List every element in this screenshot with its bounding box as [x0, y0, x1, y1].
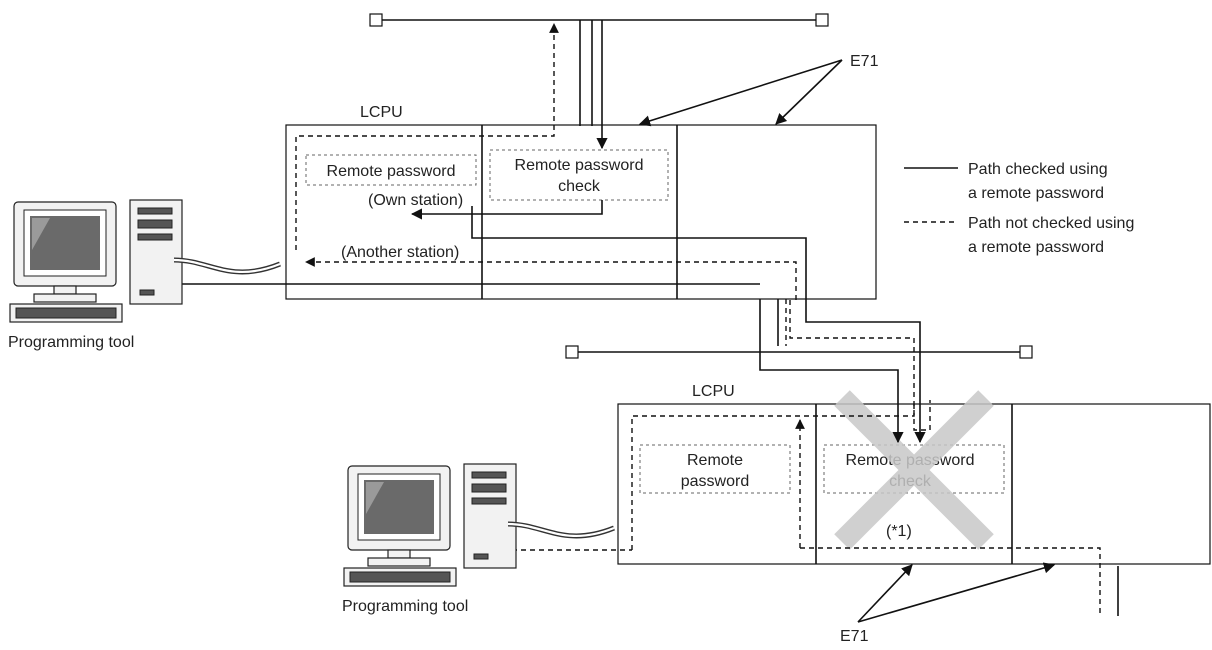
note-label: (*1): [886, 523, 912, 540]
e71-label-bottom: E71: [840, 628, 869, 645]
top-bus-terminator-right: [816, 14, 828, 26]
e71-arrow-top-1: [640, 60, 842, 124]
computer-icon: [344, 464, 614, 586]
top-bus-terminator-left: [370, 14, 382, 26]
own-station-label: (Own station): [368, 192, 463, 209]
remote-password-label-bottom-1: Remote: [687, 452, 743, 469]
e71-arrow-bottom-2: [858, 565, 1054, 622]
remote-password-label-bottom-2: password: [681, 473, 749, 490]
bottom-network-bus: [566, 346, 1032, 358]
lcpu-label-top: LCPU: [360, 104, 403, 121]
programming-tool-label-bottom: Programming tool: [342, 598, 468, 615]
legend-dashed-label-2: a remote password: [968, 239, 1104, 256]
computer-icon: [10, 200, 280, 322]
bottom-bus-terminator-right: [1020, 346, 1032, 358]
programming-tool-label-top: Programming tool: [8, 334, 134, 351]
remote-password-check-label-top-1: Remote password: [515, 157, 644, 174]
legend-solid-label-1: Path checked using: [968, 161, 1108, 178]
bottom-bus-terminator-left: [566, 346, 578, 358]
legend-solid-label-2: a remote password: [968, 185, 1104, 202]
legend: Path checked using a remote password Pat…: [904, 161, 1134, 256]
remote-password-label-top: Remote password: [327, 163, 456, 180]
top-network-bus: [370, 14, 828, 26]
e71-label-top: E71: [850, 53, 879, 70]
e71-arrow-top-2: [776, 60, 842, 124]
lcpu-label-bottom: LCPU: [692, 383, 735, 400]
remote-password-check-label-top-2: check: [558, 178, 601, 195]
legend-dashed-label-1: Path not checked using: [968, 215, 1134, 232]
another-station-label: (Another station): [341, 244, 459, 261]
